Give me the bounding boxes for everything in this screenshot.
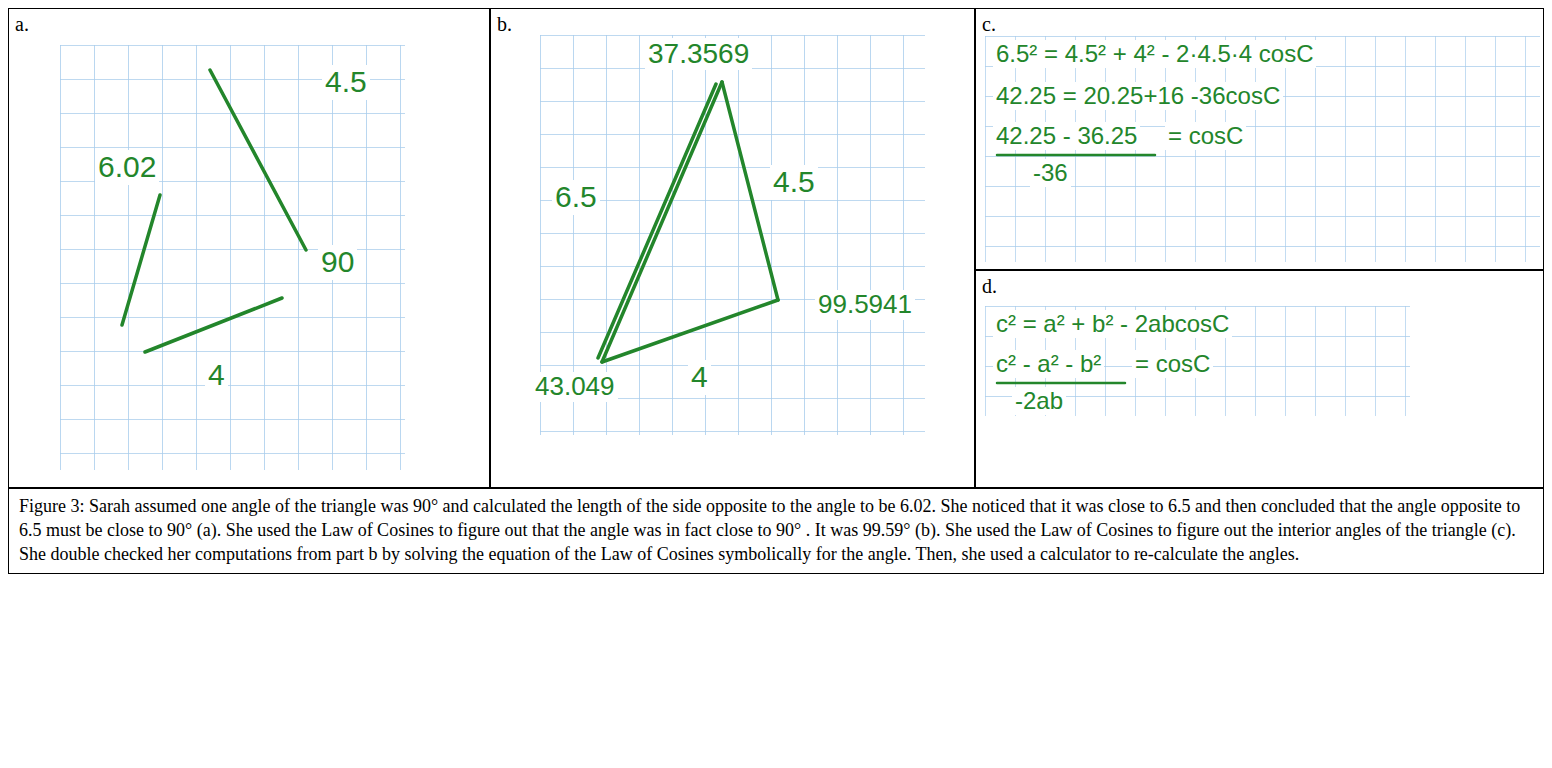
- panel-letter: b.: [497, 13, 512, 35]
- panel-letter: d.: [982, 275, 997, 297]
- side-stroke: [122, 195, 160, 325]
- handwritten-label: 37.3569: [645, 38, 752, 70]
- fraction-bar: [997, 382, 1125, 385]
- figure-caption: Figure 3: Sarah assumed one angle of the…: [19, 495, 1533, 566]
- handwritten-label: -36: [1030, 159, 1071, 187]
- handwritten-label: 4: [688, 360, 711, 395]
- handwritten-label: 4.5: [322, 65, 370, 100]
- fraction-bar: [997, 154, 1155, 157]
- handwritten-label: 4.5: [770, 165, 818, 200]
- panel-cell: a.: [8, 8, 490, 488]
- triangle-side: [602, 82, 722, 362]
- caption-cell: Figure 3: Sarah assumed one angle of the…: [8, 488, 1544, 574]
- handwritten-label: -2ab: [1012, 387, 1066, 415]
- grid-paper: [60, 45, 405, 470]
- handwritten-label: 4: [205, 358, 228, 393]
- handwritten-label: 42.25 - 36.25: [993, 122, 1140, 150]
- panel-letter: c.: [982, 13, 996, 35]
- side-stroke: [210, 70, 306, 250]
- handwritten-label: 90: [318, 245, 357, 280]
- panel-letter: a.: [15, 13, 29, 35]
- handwritten-label: 99.5941: [815, 290, 915, 320]
- handwritten-label: 6.5: [552, 180, 600, 215]
- triangle-side: [598, 84, 716, 358]
- triangle-side: [602, 300, 778, 362]
- handwritten-label: 43.049: [532, 372, 618, 402]
- panel-cell: b.: [490, 8, 975, 488]
- handwritten-label: 42.25 = 20.25+16 -36cosC: [993, 82, 1283, 110]
- handwritten-label: = cosC: [1132, 350, 1213, 378]
- handwritten-label: 6.5² = 4.5² + 4² - 2·4.5·4 cosC: [993, 40, 1316, 68]
- handwritten-label: = cosC: [1165, 122, 1246, 150]
- grid-paper: [985, 306, 1410, 416]
- side-stroke: [145, 298, 282, 352]
- handwritten-label: c² = a² + b² - 2abcosC: [993, 310, 1232, 338]
- panel-cell: d.: [975, 270, 1544, 488]
- handwritten-label: 6.02: [95, 150, 159, 185]
- grid-paper: [985, 36, 1540, 262]
- handwritten-label: c² - a² - b²: [993, 350, 1104, 378]
